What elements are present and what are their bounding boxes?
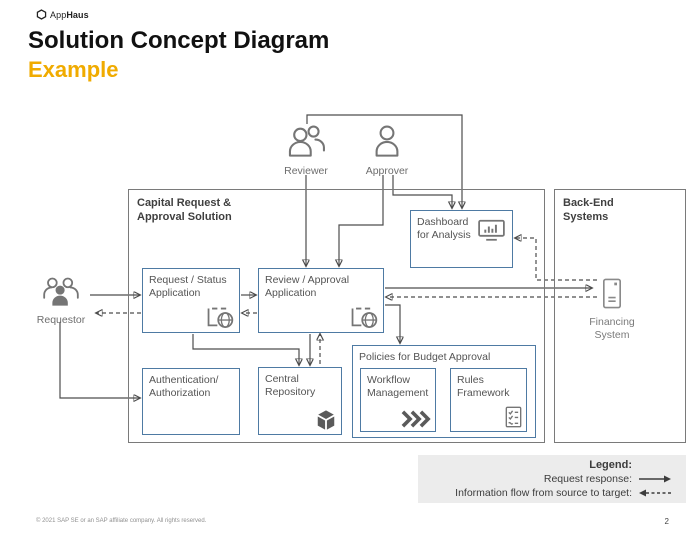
actor-reviewer: Reviewer	[278, 124, 334, 177]
node-dashboard-for-analysis: Dashboard for Analysis	[410, 210, 513, 268]
apphaus-logo: AppHaus	[36, 9, 89, 20]
page-number: 2	[664, 517, 669, 526]
solid-arrow-right-icon	[639, 475, 671, 483]
legend-item-information-flow: Information flow from source to target:	[455, 487, 672, 499]
legend-title-row: Legend:	[589, 459, 672, 471]
node-financing-system: Financing System	[580, 278, 644, 342]
web-application-icon	[349, 304, 379, 329]
dashed-arrow-left-icon	[639, 489, 671, 497]
legend-request-response-label: Request response:	[543, 473, 632, 485]
repository-cube-icon	[315, 409, 337, 431]
dashboard-label: Dashboard for Analysis	[417, 216, 471, 242]
server-icon	[603, 278, 621, 309]
page-subtitle: Example	[28, 57, 119, 82]
page-title: Solution Concept Diagram	[28, 27, 330, 54]
copyright-text: © 2021 SAP SE or an SAP affiliate compan…	[36, 518, 207, 524]
chevrons-icon	[400, 410, 431, 428]
auth-label: Authentication/ Authorization	[149, 374, 219, 400]
legend: Legend: Request response: Information fl…	[418, 455, 686, 503]
reviewer-two-persons-icon	[288, 125, 325, 157]
backend-container-label: Back-End Systems	[563, 196, 614, 225]
legend-information-flow-label: Information flow from source to target:	[455, 487, 632, 499]
reviewer-label: Reviewer	[284, 165, 328, 177]
actor-approver: Approver	[360, 124, 414, 177]
solution-label-line1: Capital Request &	[137, 197, 232, 209]
requestor-label: Requestor	[36, 314, 86, 326]
backend-container: Back-End Systems	[554, 189, 686, 443]
web-application-icon	[205, 304, 235, 329]
solution-container-label: Capital Request & Approval Solution	[137, 196, 232, 225]
approver-label: Approver	[365, 165, 409, 177]
financing-label: Financing System	[589, 316, 635, 342]
node-authentication-authorization: Authentication/ Authorization	[142, 368, 240, 435]
backend-label-line2: Systems	[563, 211, 609, 224]
logo-text: AppHaus	[50, 10, 89, 20]
backend-label-line1: Back-End	[563, 197, 614, 209]
analytics-chart-icon	[477, 219, 506, 262]
policies-label: Policies for Budget Approval	[359, 351, 491, 363]
node-review-approval-application: Review / Approval Application	[258, 268, 384, 333]
node-request-status-application: Request / Status Application	[142, 268, 240, 333]
legend-spacer	[638, 465, 672, 466]
requestor-group-icon	[43, 277, 79, 306]
review-approval-label: Review / Approval Application	[265, 274, 350, 300]
hexagon-logo-icon	[36, 9, 47, 20]
logo-text-haus: Haus	[66, 9, 89, 20]
workflow-label: Workflow Management	[367, 374, 429, 400]
request-status-label: Request / Status Application	[149, 274, 227, 300]
checklist-icon	[505, 406, 522, 428]
node-workflow-management: Workflow Management	[360, 368, 436, 432]
central-repo-label: Central Repository	[265, 373, 316, 399]
node-central-repository: Central Repository	[258, 367, 342, 435]
approver-person-icon	[375, 125, 399, 157]
actor-requestor: Requestor	[32, 276, 90, 326]
legend-title: Legend:	[589, 459, 632, 471]
node-rules-framework: Rules Framework	[450, 368, 527, 432]
rules-label: Rules Framework	[457, 374, 510, 400]
solution-label-line2: Approval Solution	[137, 211, 232, 224]
logo-text-app: App	[50, 9, 67, 20]
legend-item-request-response: Request response:	[544, 473, 672, 485]
